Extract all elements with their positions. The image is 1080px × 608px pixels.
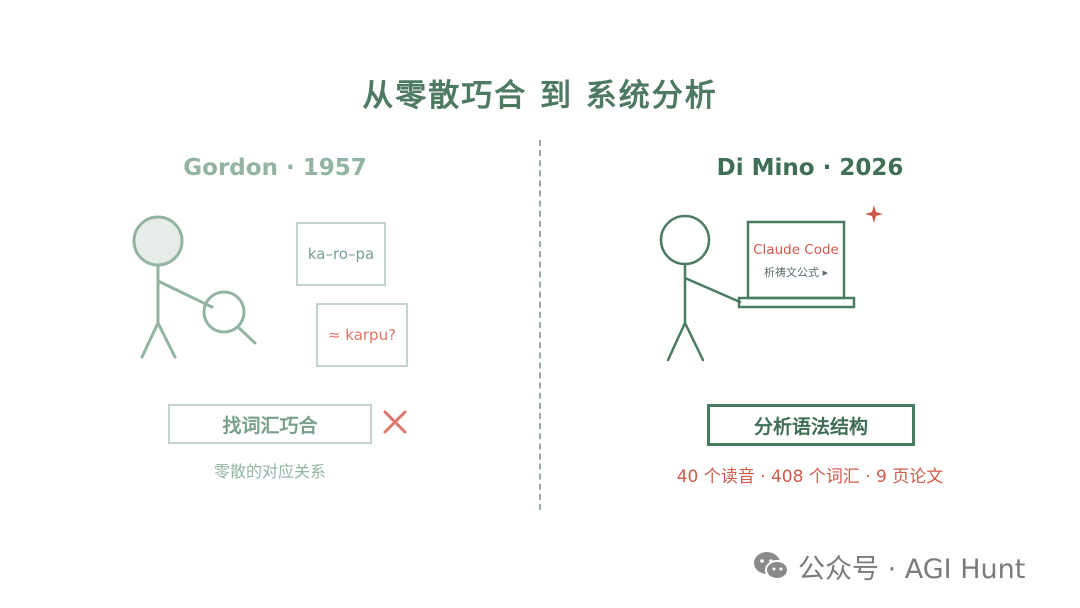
watermark: 公众号 · AGI Hunt <box>752 548 1026 585</box>
wechat-icon <box>754 552 789 580</box>
right-caption: 40 个读音 · 408 个词汇 · 9 页论文 <box>676 467 944 487</box>
watermark-text: 公众号 · AGI Hunt <box>798 553 1026 585</box>
word-note-karopa: ka–ro–pa <box>296 222 386 286</box>
word-note-karpu: ≈ karpu? <box>316 303 408 367</box>
left-caption: 零散的对应关系 <box>213 462 326 481</box>
laptop-screen-subtitle: 析祷文公式 ▸ <box>763 266 829 279</box>
right-heading: Di Mino · 2026 <box>716 155 904 181</box>
find-coincidence-label: 找词汇巧合 <box>168 404 372 444</box>
analyze-grammar-label: 分析语法结构 <box>707 404 915 446</box>
stick-figure-with-laptop-icon <box>659 214 856 362</box>
close-icon <box>383 410 407 434</box>
laptop-screen-title: Claude Code <box>753 242 839 258</box>
left-heading: Gordon · 1957 <box>183 155 367 181</box>
diagram-title: 从零散巧合 到 系统分析 <box>362 78 718 114</box>
center-divider <box>539 140 541 510</box>
stick-figure-with-magnifier-icon <box>132 215 257 359</box>
sparkle-icon <box>865 205 883 223</box>
